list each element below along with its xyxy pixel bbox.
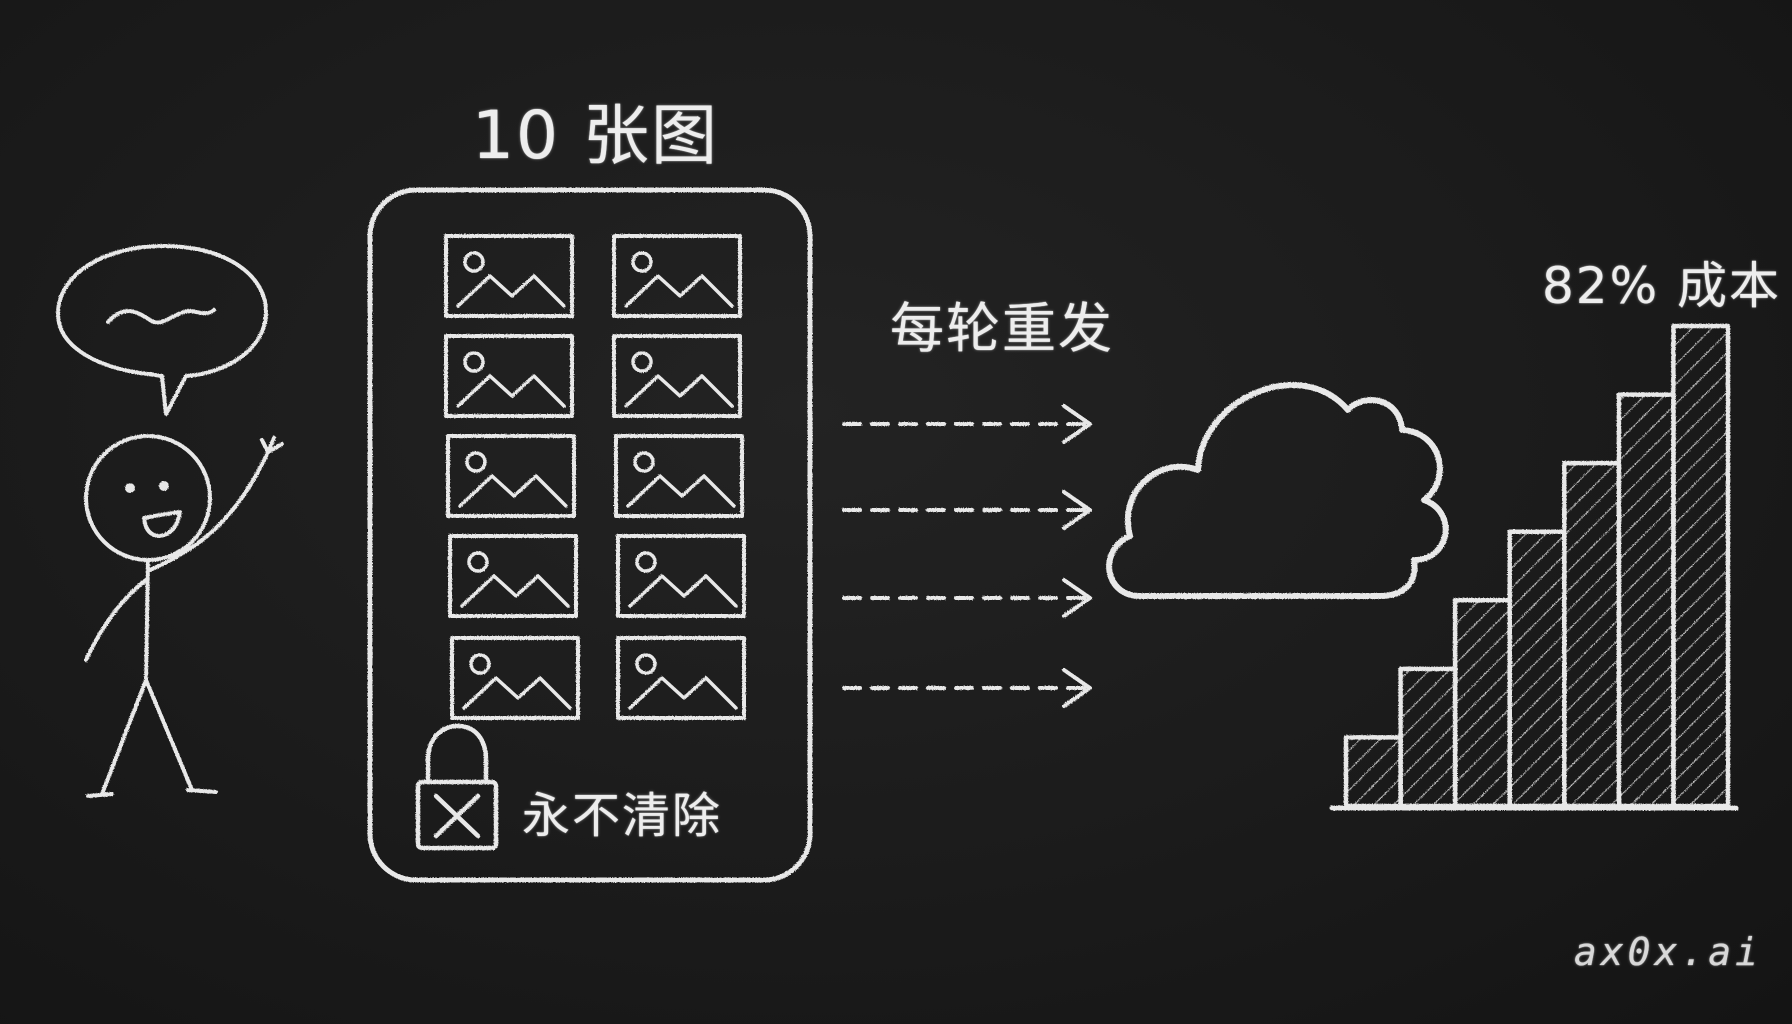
- cost-label: 82% 成本: [1542, 257, 1782, 315]
- speech-bubble-icon: [56, 244, 268, 416]
- bar-6: [1616, 392, 1676, 809]
- padlock-icon: [415, 723, 499, 851]
- image-grid: [444, 234, 746, 720]
- image-placeholder-icon: [446, 434, 576, 518]
- brand-watermark: ax0x.ai: [1573, 930, 1762, 974]
- image-placeholder-icon: [612, 334, 742, 418]
- bar-4: [1507, 529, 1567, 809]
- bar-chart-icon: [1329, 323, 1739, 811]
- image-count-title: 10 张图: [472, 97, 719, 174]
- dashed-arrow: [842, 490, 1092, 530]
- bar-5: [1562, 460, 1622, 809]
- image-placeholder-icon: [450, 636, 580, 720]
- bar-2: [1398, 666, 1458, 809]
- image-container: [367, 187, 813, 883]
- bar-3: [1452, 598, 1512, 809]
- dashed-arrow: [842, 668, 1092, 708]
- cloud-icon: [1106, 382, 1449, 599]
- dashed-arrow: [842, 404, 1092, 444]
- person-group: [56, 244, 284, 798]
- never-clear-label: 永不清除: [522, 788, 723, 844]
- image-placeholder-icon: [612, 234, 742, 318]
- bar-1: [1343, 735, 1403, 809]
- image-placeholder-icon: [614, 434, 744, 518]
- image-placeholder-icon: [448, 534, 578, 618]
- dashed-arrow: [842, 578, 1092, 618]
- bar-7: [1671, 323, 1731, 809]
- image-placeholder-icon: [616, 636, 746, 720]
- resend-label: 每轮重发: [890, 297, 1114, 360]
- image-placeholder-icon: [616, 534, 746, 618]
- bar-series: [1343, 323, 1731, 809]
- stick-figure-icon: [84, 434, 284, 798]
- resend-arrows: [842, 404, 1092, 708]
- image-placeholder-icon: [444, 334, 574, 418]
- image-placeholder-icon: [444, 234, 574, 318]
